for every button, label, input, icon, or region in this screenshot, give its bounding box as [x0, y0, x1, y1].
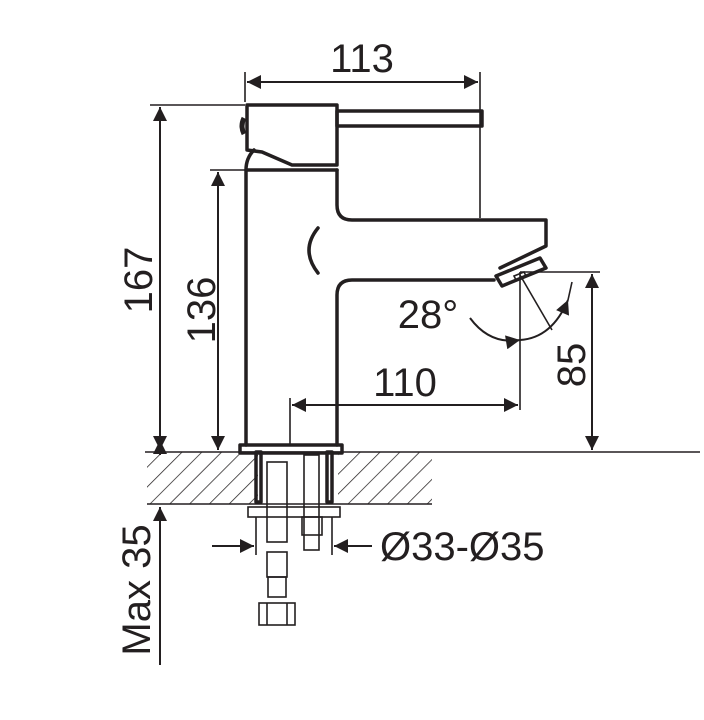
total-height-label: 167 — [117, 247, 161, 314]
dimension-max-35: Max 35 — [115, 440, 167, 665]
body-height-label: 136 — [180, 277, 224, 344]
dimension-113: 113 — [244, 37, 481, 218]
spout-reach-label: 110 — [373, 361, 437, 405]
spout-angle-label: 28° — [398, 293, 459, 337]
hole-diameter-label: Ø33-Ø35 — [380, 525, 545, 569]
total-reach-label: 113 — [330, 37, 394, 81]
handle — [239, 103, 484, 172]
angle-28: 28° — [398, 274, 573, 350]
supply-hoses — [247, 450, 341, 626]
spout-height-label: 85 — [550, 343, 594, 388]
dimension-hole-diameter: Ø33-Ø35 — [212, 517, 545, 569]
max-thickness-label: Max 35 — [115, 524, 159, 655]
dimension-167: 167 — [117, 104, 245, 450]
dimension-85: 85 — [520, 271, 600, 450]
faucet-body — [238, 168, 548, 455]
countertop — [145, 451, 700, 505]
dimension-136: 136 — [180, 169, 246, 450]
